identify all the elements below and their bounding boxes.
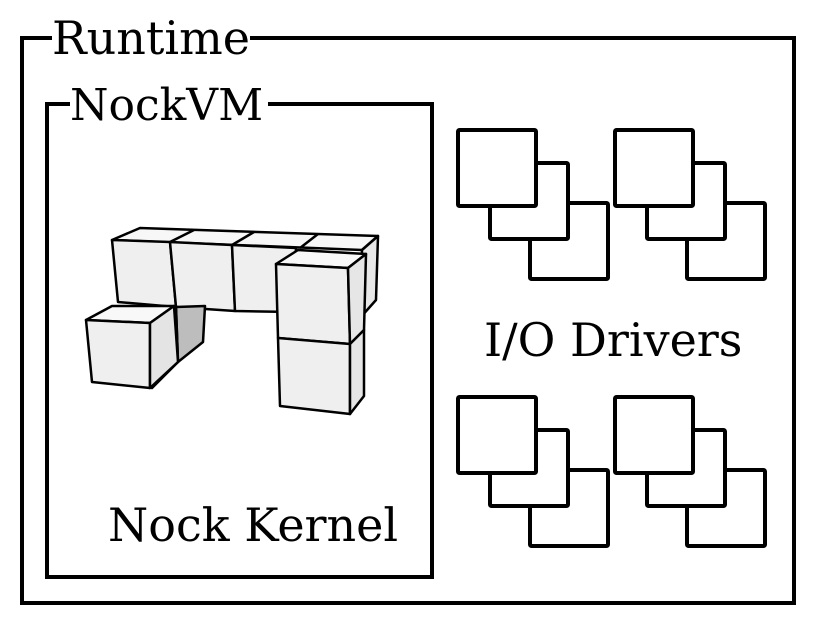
runtime-box: Runtime [20, 11, 796, 605]
runtime-label: Runtime [52, 11, 250, 65]
driver-square [456, 128, 538, 208]
stacked-squares-icon [456, 395, 610, 548]
nockvm-box: NockVM [45, 80, 434, 579]
io-drivers-group [456, 128, 767, 548]
cube-blocks-icon [84, 226, 380, 416]
stacked-squares-icon [613, 395, 767, 548]
nockvm-label: NockVM [70, 80, 263, 131]
driver-square [456, 395, 538, 475]
driver-square [613, 395, 695, 475]
driver-square [613, 128, 695, 208]
nock-kernel-label: Nock Kernel [108, 498, 398, 552]
stacked-squares-icon [613, 128, 767, 281]
stacked-squares-icon [456, 128, 610, 281]
io-drivers-label: I/O Drivers [484, 313, 742, 367]
